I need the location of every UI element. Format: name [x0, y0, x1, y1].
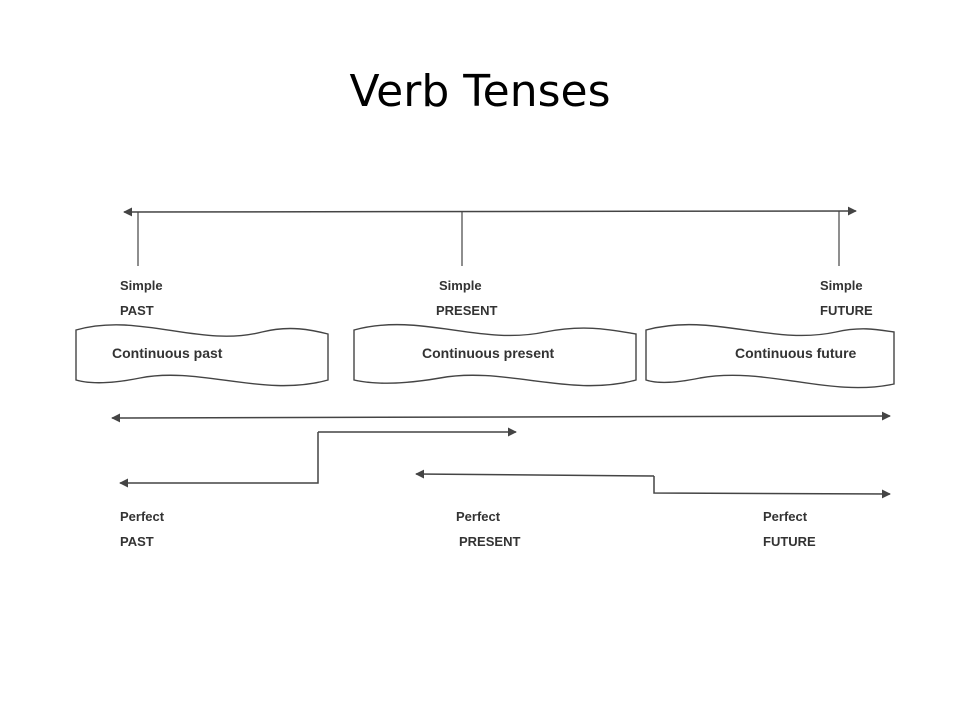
continuous-future-label: Continuous future [735, 345, 857, 361]
perfect-present-label-line2: PRESENT [459, 534, 520, 549]
continuous-past-label: Continuous past [112, 345, 223, 361]
perfect-future-arrow [653, 476, 891, 499]
continuous-present-banner [353, 323, 637, 387]
continuous-future-banner [645, 323, 895, 389]
perfect-past-arrow [119, 432, 319, 488]
slide-title: Verb Tenses [349, 66, 611, 117]
continuous-past-banner [75, 324, 329, 387]
continuous-present-label: Continuous present [422, 345, 555, 361]
simple-present-label-line1: Simple [439, 278, 482, 293]
simple-past-label-line1: Simple [120, 278, 163, 293]
perfect-past-label-line2: PAST [120, 534, 154, 549]
simple-future-label-line1: Simple [820, 278, 863, 293]
perfect-present-label-line1: Perfect [456, 509, 501, 524]
simple-timeline-arrow [123, 206, 857, 217]
perfect-past-label-line1: Perfect [120, 509, 165, 524]
simple-present-label-line2: PRESENT [436, 303, 497, 318]
perfect-future-label-line1: Perfect [763, 509, 808, 524]
perfect-future-label-line2: FUTURE [763, 534, 816, 549]
continuous-timeline-arrow [111, 411, 891, 423]
simple-past-label-line2: PAST [120, 303, 154, 318]
simple-future-label-line2: FUTURE [820, 303, 873, 318]
perfect-present-back-arrow [415, 469, 655, 479]
